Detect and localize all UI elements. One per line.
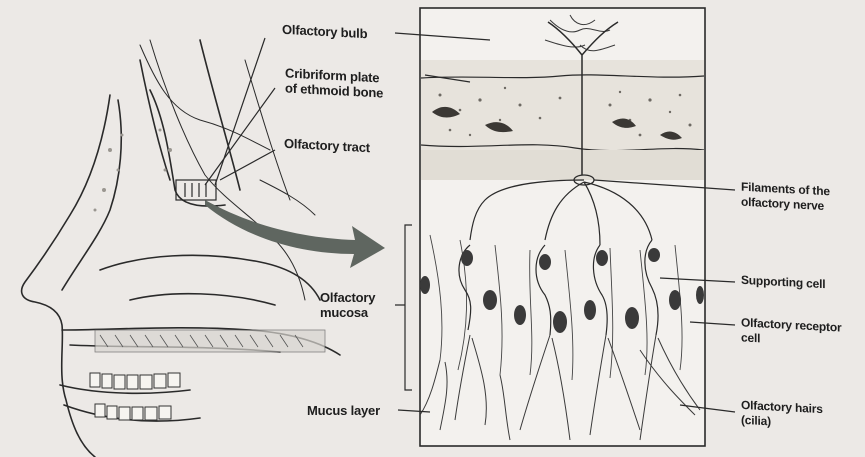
bone-texture xyxy=(94,129,173,212)
leader-olfactory-tract xyxy=(220,150,275,180)
turbinate-1 xyxy=(100,255,320,300)
cribriform-detail xyxy=(185,183,206,197)
submucosa-band xyxy=(421,150,704,180)
label-olfactory-hairs: Olfactory hairs (cilia) xyxy=(741,398,823,432)
nasal-bone xyxy=(62,100,121,290)
inset-source-box xyxy=(176,180,216,200)
turbinate-2 xyxy=(130,294,275,305)
mucosa-bracket xyxy=(395,225,412,390)
face-outline xyxy=(22,95,110,457)
label-mucus-layer: Mucus layer xyxy=(307,403,380,418)
maxilla-hatch xyxy=(95,330,325,352)
magnified-panel xyxy=(420,8,705,446)
label-filaments: Filaments of the olfactory nerve xyxy=(741,180,830,215)
head-profile xyxy=(22,40,340,457)
label-olfactory-receptor-cell: Olfactory receptor cell xyxy=(741,315,841,350)
label-olfactory-mucosa: Olfactory mucosa xyxy=(320,290,375,320)
lower-teeth xyxy=(95,404,171,420)
nasal-cavity-roof xyxy=(150,90,225,206)
skull-line xyxy=(140,40,240,190)
upper-teeth xyxy=(90,373,180,389)
label-cribriform-plate: Cribriform plate of ethmoid bone xyxy=(285,65,383,100)
